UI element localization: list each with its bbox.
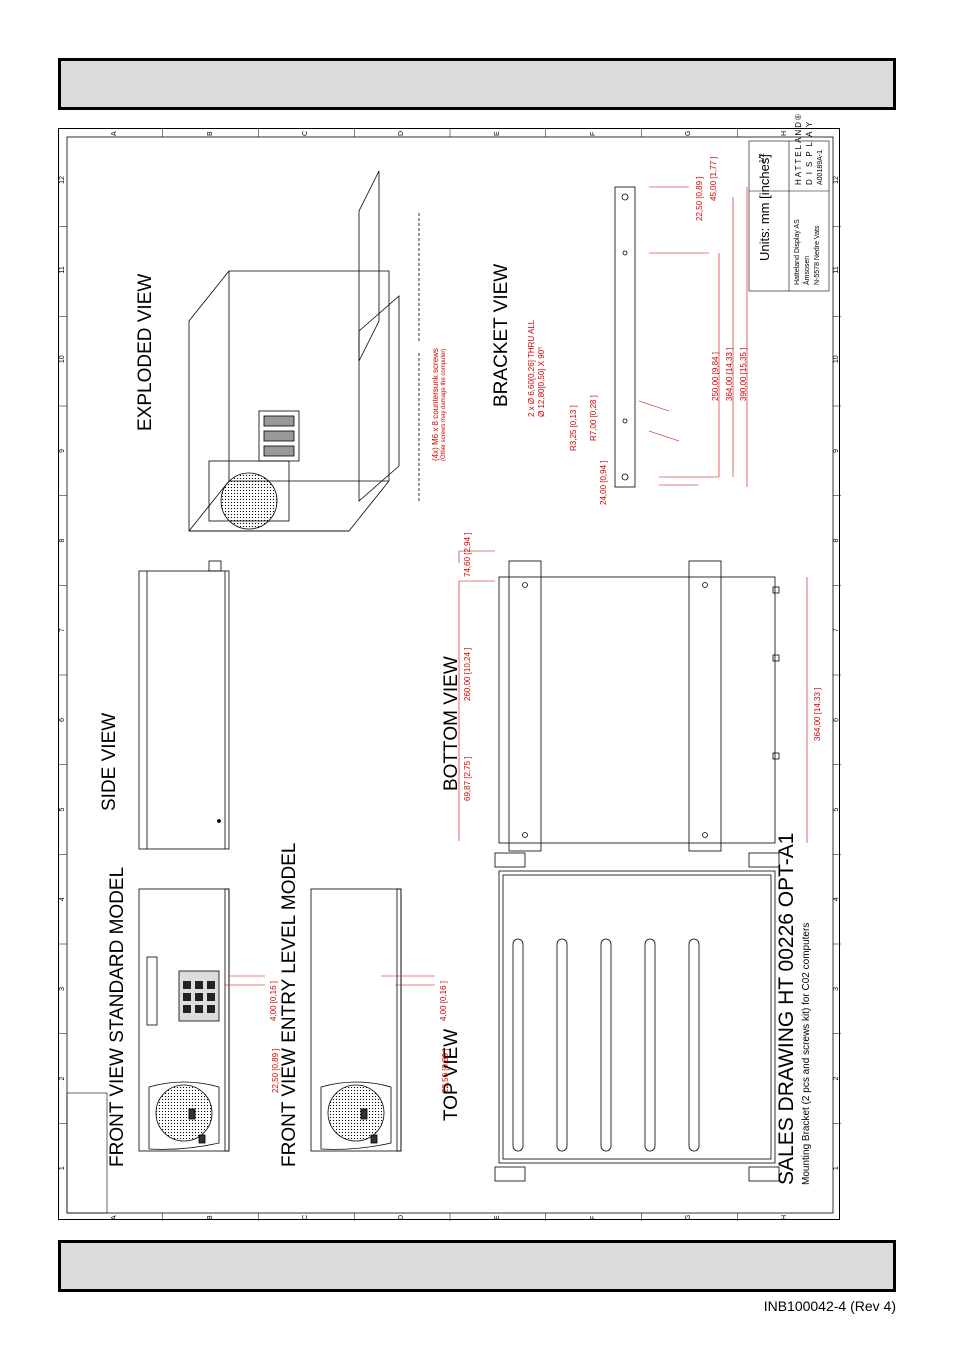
- dim-bracket-hole: 2 x Ø 6,60[0,26] THRU ALL: [527, 319, 536, 417]
- side-view-drawing: [138, 560, 230, 850]
- grid-number-top: 2: [59, 1076, 66, 1081]
- grid-number-bottom: 10: [833, 355, 840, 364]
- front-view-standard-heading: FRONT VIEW STANDARD MODEL: [107, 866, 128, 1167]
- dim-bracket-45: 45,00 [1,77 ]: [709, 156, 718, 201]
- exploded-view-heading: EXPLODED VIEW: [135, 273, 156, 431]
- drawing-linework: [59, 129, 841, 1221]
- grid-number-top: 9: [59, 448, 66, 453]
- dim-bracket-364: 364,00 [14,33 ]: [725, 347, 734, 401]
- screws-note: (4x) M6 x 8 countersunk screws: [431, 348, 440, 461]
- title-block-brand-2: DISPLAY: [805, 116, 814, 185]
- grid-letter-left: H: [781, 1214, 789, 1220]
- grid-letter-left: G: [685, 1214, 693, 1220]
- grid-letter-right: G: [685, 130, 693, 136]
- top-view-drawing: [494, 852, 780, 1182]
- grid-number-top: 3: [59, 986, 66, 991]
- drawing-subtitle: Mounting Bracket (2 pcs and screws kit) …: [801, 922, 812, 1185]
- dim-bottom-364: 364,00 [14,33 ]: [813, 687, 822, 741]
- drawing-canvas: FRONT VIEW STANDARD MODEL FRONT VIEW ENT…: [59, 112, 841, 1221]
- grid-number-bottom: 3: [833, 986, 840, 991]
- grid-letter-left: D: [398, 1214, 406, 1220]
- grid-letter-left: F: [589, 1215, 597, 1220]
- dim-bracket-22: 22,50 [0,89 ]: [695, 176, 704, 221]
- grid-number-bottom: 4: [833, 897, 840, 902]
- grid-number-bottom: 2: [833, 1076, 840, 1081]
- dim-bottom-74: 74,60 [2,94 ]: [463, 532, 472, 577]
- drawing-sheet: FRONT VIEW STANDARD MODEL FRONT VIEW ENT…: [58, 112, 841, 1221]
- dim-bracket-r2: R7,00 [0,28 ]: [589, 395, 598, 441]
- title-block-address2: N-5578 Nedre Vats: [814, 225, 821, 285]
- front-view-entry-drawing: [310, 888, 402, 1152]
- dim-bracket-r1: R3,25 [0,13 ]: [569, 405, 578, 451]
- grid-letter-right: H: [781, 130, 789, 136]
- grid-number-bottom: 12: [833, 176, 840, 184]
- grid-number-top: 11: [59, 266, 66, 274]
- grid-number-bottom: 7: [833, 628, 840, 633]
- grid-letter-right: D: [398, 130, 406, 136]
- dim-bottom-260: 260,00 [10,24 ]: [463, 647, 472, 701]
- grid-letter-left: C: [302, 1214, 310, 1220]
- dimension-lines: [225, 186, 808, 986]
- title-block-drawing-no: A00189A-1: [817, 149, 824, 185]
- exploded-view-drawing: [188, 170, 420, 532]
- grid-number-bottom: 1: [833, 1166, 840, 1171]
- bottom-view-drawing: [498, 560, 780, 852]
- bracket-view-drawing: [614, 186, 636, 488]
- bottom-view-heading: BOTTOM VIEW: [441, 656, 462, 791]
- grid-letter-left: E: [493, 1215, 501, 1220]
- grid-letter-left: A: [110, 1215, 118, 1220]
- dim-front-entry-22: 22,50 [0,89 ]: [441, 1048, 450, 1093]
- title-block: [66, 140, 830, 1214]
- title-block-brand-1: HATTELAND®: [794, 112, 803, 185]
- units-label: Units: mm [inches]: [757, 154, 772, 261]
- screws-note-sub: (Other screws may damage the computer): [441, 348, 447, 461]
- front-view-entry-heading: FRONT VIEW ENTRY LEVEL MODEL: [279, 842, 300, 1167]
- side-view-heading: SIDE VIEW: [99, 712, 120, 811]
- grid-number-top: 7: [59, 628, 66, 633]
- dim-bracket-250: 250,00 [9,84 ]: [711, 352, 720, 401]
- grid-number-top: 4: [59, 897, 66, 902]
- grid-number-top: 12: [59, 176, 66, 184]
- grid-number-top: 10: [59, 355, 66, 364]
- dim-front-std-22: 22,50 [0,89 ]: [271, 1048, 280, 1093]
- bracket-view-heading: BRACKET VIEW: [491, 263, 512, 407]
- dim-front-std-4: 4,00 [0,16 ]: [269, 980, 278, 1021]
- grid-letter-right: F: [589, 131, 597, 136]
- grid-number-bottom: 11: [833, 266, 840, 274]
- grid-letter-right: B: [206, 131, 214, 136]
- title-block-address1: Åmsosen: [804, 255, 811, 285]
- title-block-sheet: 1/2: [759, 153, 766, 163]
- dim-bracket-24: 24,00 [0,94 ]: [599, 460, 608, 505]
- grid-number-bottom: 9: [833, 448, 840, 453]
- footer-band: [58, 1240, 896, 1292]
- grid-number-top: 5: [59, 807, 66, 812]
- grid-letter-right: A: [110, 131, 118, 136]
- grid-letter-right: C: [302, 130, 310, 136]
- grid-number-bottom: 6: [833, 717, 840, 722]
- grid-number-bottom: 8: [833, 538, 840, 543]
- header-band: [58, 58, 896, 110]
- title-block-company: Hatteland Display AS: [794, 219, 801, 285]
- document-reference: INB100042-4 (Rev 4): [763, 1298, 896, 1314]
- drawing-title: SALES DRAWING HT 00226 OPT-A1: [775, 832, 798, 1185]
- grid-letter-left: B: [206, 1215, 214, 1220]
- grid-number-bottom: 5: [833, 807, 840, 812]
- dim-bracket-390: 390,00 [15,35 ]: [739, 347, 748, 401]
- dim-bracket-csk: Ø 12,80[0,50] X 90°: [537, 346, 546, 417]
- grid-number-top: 6: [59, 717, 66, 722]
- dim-bottom-69: 69,87 [2,75 ]: [463, 756, 472, 801]
- dim-front-entry-4: 4,00 [0,16 ]: [439, 980, 448, 1021]
- grid-number-top: 1: [59, 1166, 66, 1171]
- grid-number-top: 8: [59, 538, 66, 543]
- front-view-standard-drawing: [138, 888, 230, 1152]
- grid-letter-right: E: [493, 131, 501, 136]
